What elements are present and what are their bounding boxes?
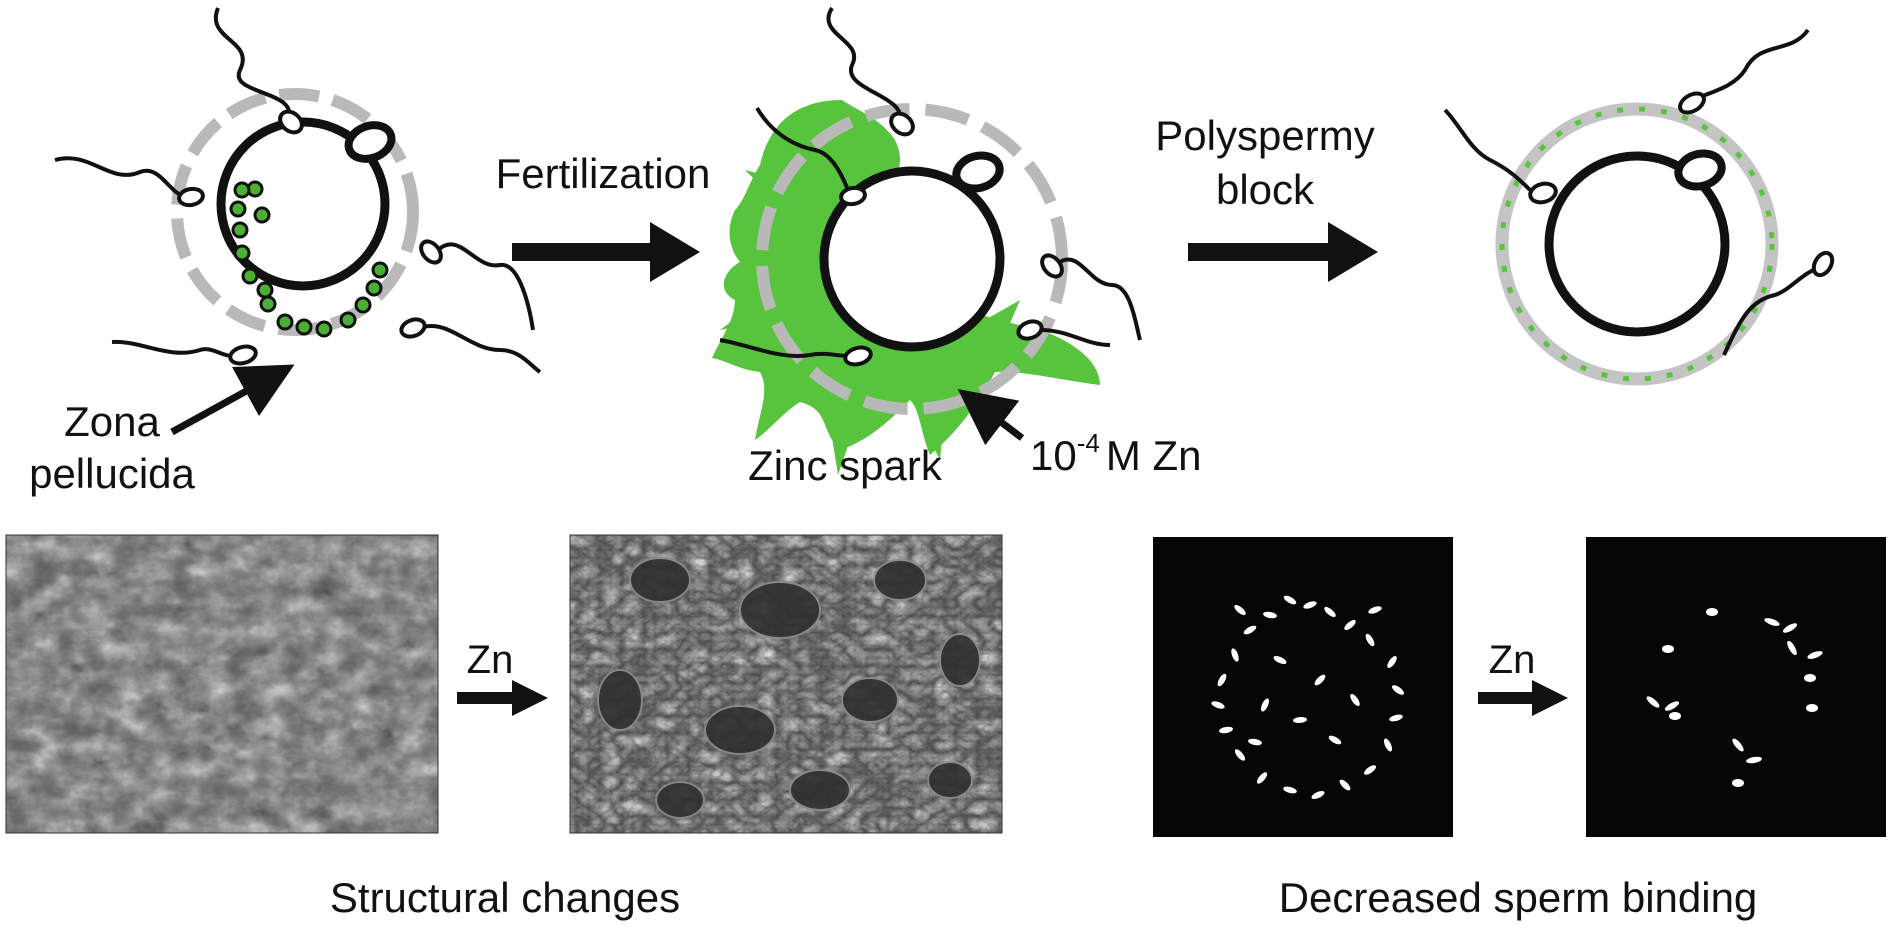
zn-arrow-left: Zn [457, 638, 548, 716]
structural-changes-panel: Zn Structural changes [5, 534, 1003, 921]
sperm-group-1 [54, 7, 542, 374]
zona-label-line1: Zona [64, 398, 160, 445]
polyspermy-arrow [1188, 222, 1378, 282]
egg-before-fertilization: Zona pellucida [29, 7, 542, 497]
polyspermy-label-line1: Polyspermy [1155, 112, 1374, 159]
concentration-base: 10 [1030, 432, 1077, 479]
oocyte-membrane-3 [1544, 151, 1730, 337]
structural-changes-label: Structural changes [330, 874, 680, 921]
egg-after-block [1443, 28, 1835, 386]
bound-sperm-heads-few [1646, 608, 1823, 787]
sperm-group-2 [719, 6, 1142, 367]
polar-body-3 [1674, 149, 1726, 191]
zona-label-arrow [170, 364, 295, 436]
fluorescence-after [1586, 537, 1886, 837]
zona-label-line2: pellucida [29, 450, 195, 497]
concentration-exponent: -4 [1077, 428, 1100, 458]
hardened-zona-zinc-dots [1499, 106, 1775, 382]
zinc-granules [229, 180, 389, 338]
decreased-binding-label: Decreased sperm binding [1279, 874, 1758, 921]
polyspermy-label-line2: block [1216, 166, 1315, 213]
concentration-unit: M Zn [1106, 432, 1202, 479]
zona-pellucida-ring [171, 88, 419, 336]
polar-body-2 [952, 151, 1004, 193]
fluorescence-before [1153, 537, 1453, 837]
oocyte-membrane-2 [819, 166, 1005, 352]
bound-sperm-heads-many [1211, 595, 1404, 800]
polyspermy-step: Polyspermy block [1155, 112, 1378, 282]
zn-label-left: Zn [467, 638, 514, 682]
sem-micrograph-after [569, 534, 1003, 834]
zinc-spark-label: Zinc spark [748, 442, 943, 489]
polar-body [344, 121, 396, 163]
sperm-group-3 [1443, 28, 1835, 356]
zn-arrow-right: Zn [1478, 638, 1568, 716]
fertilization-arrow [512, 222, 700, 282]
fertilization-step: Fertilization [496, 150, 711, 282]
fertilization-label: Fertilization [496, 150, 711, 197]
sem-micrograph-before [5, 534, 439, 834]
zn-label-right: Zn [1489, 638, 1536, 682]
sperm-binding-panel: Zn Decreased sperm binding [1153, 537, 1886, 921]
concentration-arrow [957, 389, 1025, 446]
